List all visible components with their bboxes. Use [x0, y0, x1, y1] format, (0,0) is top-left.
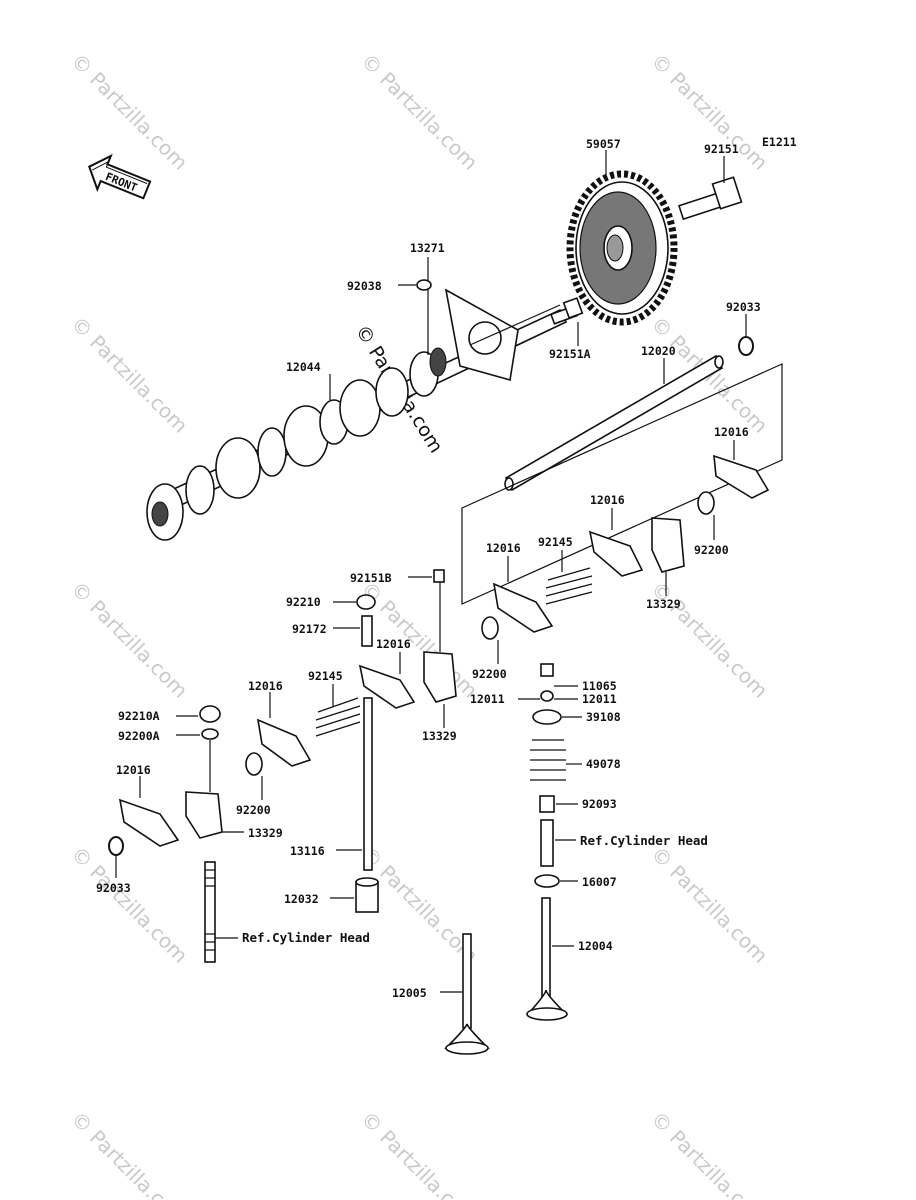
- part-label: 12016: [248, 679, 283, 693]
- rocker-arm-12016-center: [492, 582, 554, 633]
- circlip-92033-top: [738, 336, 754, 356]
- key-92038: [416, 279, 432, 291]
- rocker-arm-12016-lower-center: [358, 664, 416, 709]
- thrust-plate-13271: [444, 288, 561, 382]
- rocker-bracket-13329-left: [185, 740, 223, 839]
- push-rod-13116: [363, 697, 373, 871]
- part-label: 13271: [410, 241, 445, 255]
- collet-12011: [540, 690, 554, 702]
- part-label: 92033: [96, 881, 131, 895]
- part-label: 92038: [347, 279, 382, 293]
- cam-gear-59057: [566, 170, 678, 326]
- part-label: 92151A: [549, 347, 591, 361]
- watermark: © Partzilla.com: [356, 1107, 482, 1200]
- watermark: © Partzilla.com: [66, 312, 192, 438]
- part-label: 92151: [704, 142, 739, 156]
- part-label: 12011: [470, 692, 505, 706]
- part-label: 39108: [586, 710, 621, 724]
- spring-92145-left: [315, 697, 361, 737]
- part-label: 92033: [726, 300, 761, 314]
- part-label: 92093: [582, 797, 617, 811]
- bolt-92151b: [433, 569, 445, 583]
- part-label: 12011: [582, 692, 617, 706]
- seal-92093: [539, 795, 555, 813]
- nut-92210: [356, 594, 376, 610]
- part-label: 12016: [486, 541, 521, 555]
- watermark: © Partzilla.com: [66, 577, 192, 703]
- spring-92145-right: [545, 567, 593, 605]
- part-label: 12016: [590, 493, 625, 507]
- bolt-92151: [678, 176, 743, 221]
- washer-92200a: [201, 728, 219, 740]
- valve-spring-49078: [530, 739, 566, 781]
- exhaust-valve-12004: [526, 897, 568, 1021]
- part-label: 12032: [284, 892, 319, 906]
- watermark: © Partzilla.com: [356, 49, 482, 175]
- washer-92200-left: [245, 752, 263, 776]
- watermark: © Partzilla.com: [66, 842, 192, 968]
- part-label: 49078: [586, 757, 621, 771]
- part-label: 12004: [578, 939, 613, 953]
- valve-guide: [540, 819, 554, 867]
- rocker-arm-12016-left-upper: [256, 718, 312, 767]
- part-label: 13329: [248, 826, 283, 840]
- front-arrow-icon: FRONT: [88, 153, 152, 200]
- part-label: 92172: [292, 622, 327, 636]
- ref-label: Ref.Cylinder Head: [580, 833, 708, 848]
- seat-16007: [534, 874, 560, 888]
- nut-92210a: [199, 705, 221, 723]
- rocker-arm-12016-mid-right: [588, 530, 644, 577]
- part-label: 92210A: [118, 709, 160, 723]
- part-label: 92145: [538, 535, 573, 549]
- washer-92200-right: [697, 491, 715, 515]
- part-label: 92200: [236, 803, 271, 817]
- part-label: 12016: [116, 763, 151, 777]
- rocker-arm-12016-right: [713, 454, 770, 499]
- part-label: 12044: [286, 360, 321, 374]
- part-label: 13329: [646, 597, 681, 611]
- rocker-bracket-13329-right: [651, 517, 685, 573]
- part-label: 92200: [694, 543, 729, 557]
- washer-92200-center: [481, 616, 499, 640]
- rocker-arm-12016-far-left: [118, 798, 180, 847]
- part-label: 59057: [586, 137, 621, 151]
- part-label: 92145: [308, 669, 343, 683]
- circlip-92033-bottom: [108, 836, 124, 856]
- lifter-12032: [355, 877, 379, 913]
- part-label: 16007: [582, 875, 617, 889]
- part-label: 92200: [472, 667, 507, 681]
- tappet-11065: [540, 663, 554, 677]
- part-label: 92210: [286, 595, 321, 609]
- part-label: 12016: [376, 637, 411, 651]
- watermark: © Partzilla.com: [646, 842, 772, 968]
- intake-valve-12005: [444, 933, 490, 1055]
- rocker-bracket-13329-center: [423, 582, 457, 703]
- part-label: 12016: [714, 425, 749, 439]
- part-label: 13329: [422, 729, 457, 743]
- watermark: © Partzilla.com: [646, 1107, 772, 1200]
- diagram-code: E1211: [762, 135, 797, 149]
- retainer-39108: [532, 709, 562, 725]
- watermark: © Partzilla.com: [646, 577, 772, 703]
- watermark: © Partzilla.com: [66, 49, 192, 175]
- watermark: © Partzilla.com: [66, 1107, 192, 1200]
- rocker-shaft-12020: [504, 354, 724, 492]
- part-label: 92151B: [350, 571, 392, 585]
- part-label: 12005: [392, 986, 427, 1000]
- bolt-92151a: [549, 297, 584, 325]
- ref-label: Ref.Cylinder Head: [242, 930, 370, 945]
- part-label: 13116: [290, 844, 325, 858]
- adjuster-screw-92172: [361, 615, 373, 647]
- part-label: 11065: [582, 679, 617, 693]
- part-label: 92200A: [118, 729, 160, 743]
- part-label: 12020: [641, 344, 676, 358]
- stud-left: [204, 861, 216, 963]
